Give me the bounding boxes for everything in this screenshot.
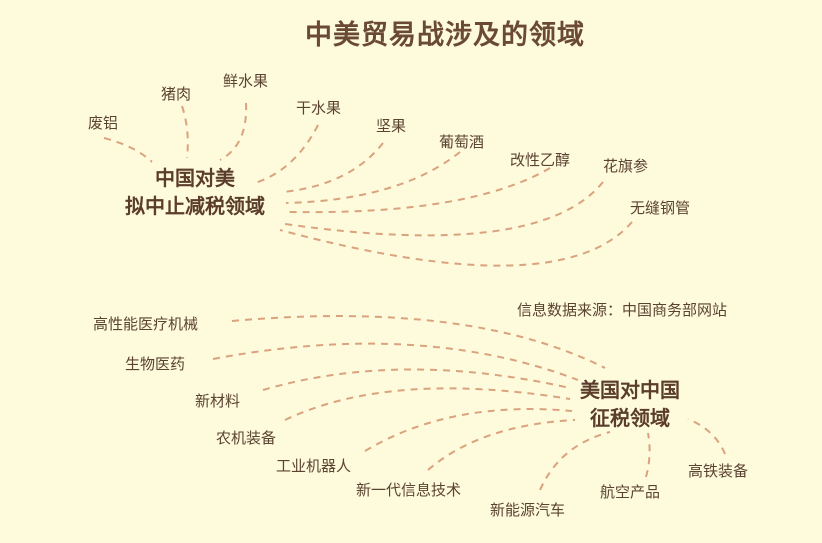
us-item: 新材料 — [195, 392, 241, 410]
china-item: 无缝钢管 — [630, 199, 691, 217]
connector — [279, 221, 633, 267]
china-item: 猪肉 — [161, 85, 192, 103]
us-item: 生物医药 — [125, 355, 186, 373]
us-hub-line2: 征税领域 — [590, 406, 670, 430]
connector — [645, 432, 651, 478]
connector — [219, 102, 248, 161]
connector — [181, 105, 189, 159]
china-hub: 中国对美 拟中止减税领域 — [90, 164, 300, 220]
page-title: 中美贸易战涉及的领域 — [305, 20, 585, 51]
connector — [284, 387, 571, 421]
connector — [231, 315, 606, 369]
us-hub-line1: 美国对中国 — [580, 378, 680, 402]
connector — [539, 431, 611, 491]
china-item: 改性乙醇 — [510, 151, 571, 169]
us-item: 高铁装备 — [688, 462, 749, 480]
connector — [427, 419, 576, 471]
connector — [287, 167, 551, 214]
connector — [212, 342, 579, 381]
source-note: 信息数据来源：中国商务部网站 — [517, 301, 728, 319]
us-item: 航空产品 — [600, 483, 661, 501]
us-item: 新一代信息技术 — [356, 481, 462, 499]
china-item: 废铝 — [88, 114, 119, 132]
china-hub-line1: 中国对美 — [155, 166, 235, 190]
connector — [284, 181, 604, 237]
us-item: 新能源汽车 — [490, 501, 566, 519]
china-item: 干水果 — [296, 99, 342, 117]
connector — [282, 142, 384, 193]
us-item: 农机装备 — [216, 429, 277, 447]
connector — [254, 124, 319, 184]
china-item: 鲜水果 — [223, 72, 269, 90]
china-item: 坚果 — [376, 117, 407, 135]
connector — [262, 368, 571, 391]
connector — [687, 418, 726, 455]
china-item: 葡萄酒 — [439, 133, 485, 151]
connector — [103, 137, 153, 163]
china-item: 花旗参 — [603, 157, 649, 175]
us-item: 工业机器人 — [276, 457, 352, 475]
us-hub: 美国对中国 征税领域 — [550, 376, 710, 432]
connector — [364, 408, 573, 452]
china-hub-line2: 拟中止减税领域 — [125, 194, 265, 218]
us-item: 高性能医疗机械 — [93, 315, 199, 333]
connector — [285, 151, 461, 204]
